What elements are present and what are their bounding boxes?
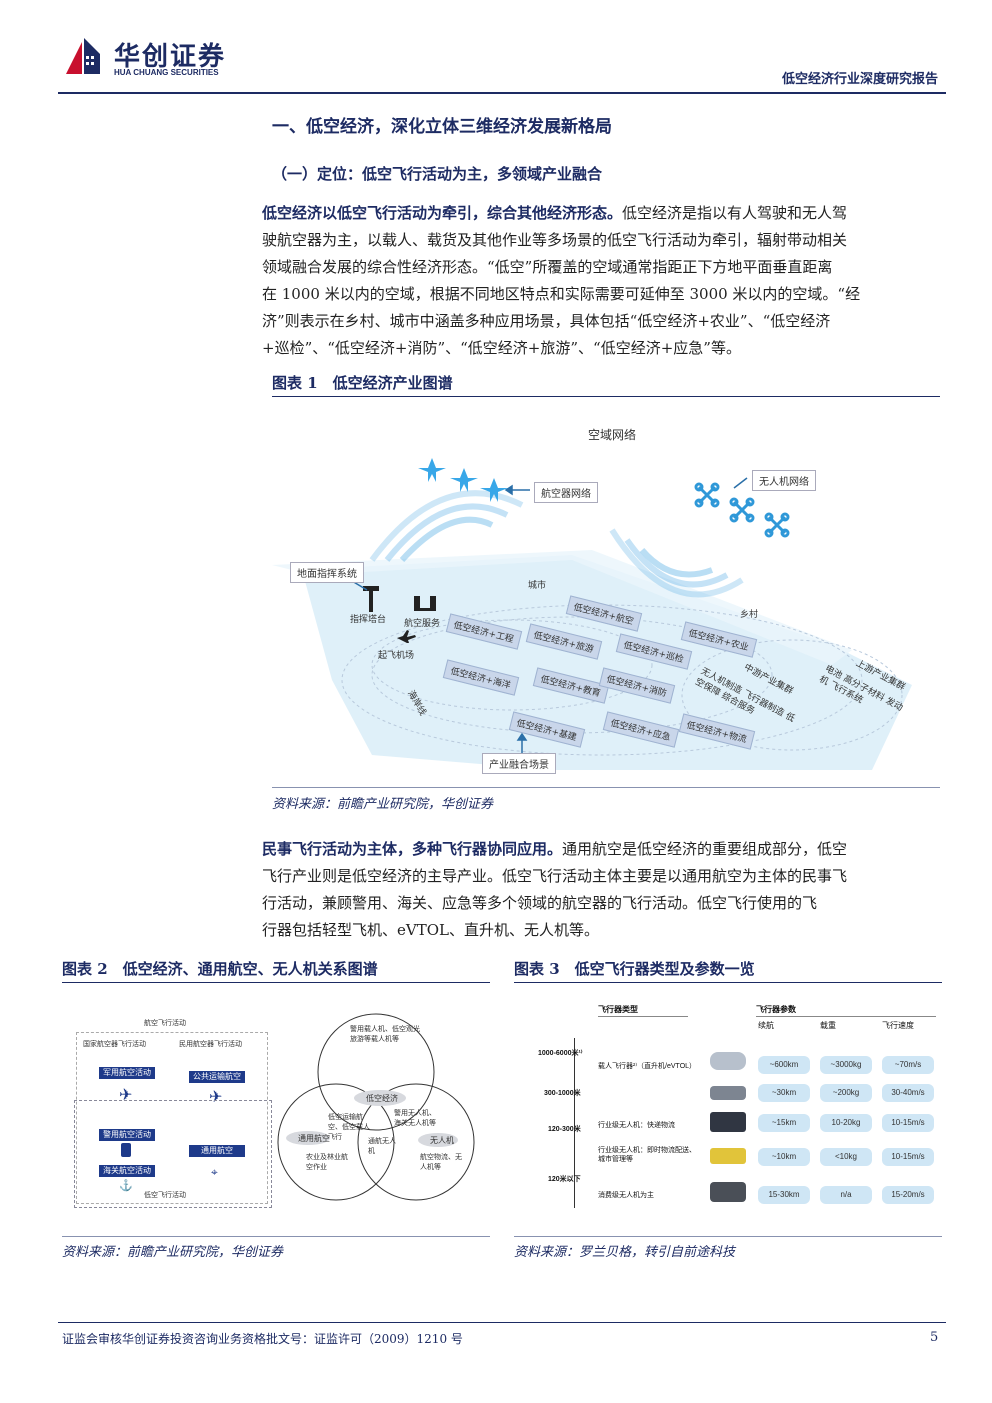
logo-mark-icon [66,38,100,74]
row-type: 行业级无人机：快递物流 [598,1122,675,1129]
logo-text-en: HUA CHUANG SECURITIES [114,68,219,77]
paragraph-2-lead: 民事飞行活动为主体，多种飞行器协同应用。 [262,840,563,858]
section-heading: 一、低空经济，深化立体三维经济发展新格局 [272,117,612,137]
city-label: 城市 [528,581,547,591]
evtol-image [710,1086,746,1100]
figure-1-title: 图表 1 低空经济产业图谱 [272,374,453,392]
consumer-drone-image [710,1182,746,1202]
airplane-icon [418,458,508,502]
figure-1-source: 资料来源：前瞻产业研究院，华创证券 [272,797,494,812]
paragraph-1: 低空经济以低空飞行活动为牵引，综合其他经济形态。低空经济是指以有人驾驶和无人驾 … [262,204,861,357]
industry-fusion-label: 产业融合场景 [482,753,556,774]
footer-rule [58,1322,946,1323]
figure-1-bottom-rule [272,787,940,788]
industry-map-diagram: 空域网络 航空器网络 无人机网络 地面指挥系统 指挥塔台 航空服务 起飞机场 城… [272,410,940,785]
tower-label: 指挥塔台 [350,615,387,625]
helicopter-image [710,1052,746,1070]
header-rule [58,92,946,94]
aircraft-params-table: 飞行器类型 飞行器参数 续航 载重 飞行速度 1000-6000米¹⁾ 300-… [514,996,942,1226]
flight-activities-label: 航空飞行活动 [144,1019,186,1027]
anchor-icon: ⚓ [119,1179,133,1192]
transport-box: 公共运输航空 [189,1071,245,1083]
airplane-icon: ✈ [119,1085,133,1104]
report-title: 低空经济行业深度研究报告 [781,72,938,87]
hangar-icon [414,596,436,611]
village-label: 乡村 [740,610,759,620]
airport-label: 起飞机场 [378,651,415,661]
logo-text-cn: 华创证券 [114,42,227,72]
figure-3-title: 图表 3 低空飞行器类型及参数一览 [514,960,755,978]
drone-icon [694,482,790,538]
general-aviation-box: 通用航空 [189,1145,245,1157]
type-header: 飞行器类型 [598,1005,638,1014]
venn-center-title: 低空经济 [366,1094,398,1103]
venn-left-title: 通用航空 [298,1134,330,1143]
venn-right-title: 无人机 [430,1136,454,1145]
left-panel: 国家航空器飞行活动 民用航空器飞行活动 军用航空活动 公共运输航空 ✈ ✈ 警用… [76,1032,268,1204]
helicopter-icon: ⌖ [211,1165,218,1179]
figure-2-bottom-rule [62,1236,490,1237]
police-box: 警用航空活动 [99,1129,155,1141]
paragraph-2: 民事飞行活动为主体，多种飞行器协同应用。通用航空是低空经济的重要组成部分，低空 … [262,840,848,939]
relationship-diagram: 航空飞行活动 国家航空器飞行活动 民用航空器飞行活动 军用航空活动 公共运输航空… [66,1012,490,1212]
takeoff-icon [397,630,416,643]
figure-3-source: 资料来源：罗兰贝格，转引自前途科技 [514,1245,736,1260]
figure-2-title: 图表 2 低空经济、通用航空、无人机关系图谱 [62,960,378,978]
ground-command-label: 地面指挥系统 [290,562,364,583]
airplane-icon: ✈ [209,1087,223,1106]
row-type: 载人飞行器²⁾（直升机/eVTOL） [598,1063,697,1070]
delivery-drone-image [710,1148,746,1164]
service-label: 航空服务 [404,619,441,629]
low-altitude-area [74,1100,272,1208]
altitude-axis [574,1038,575,1208]
paragraph-1-lead: 低空经济以低空飞行活动为牵引，综合其他经济形态。 [262,204,623,222]
phone-icon [121,1143,131,1157]
customs-box: 海关航空活动 [99,1165,155,1177]
figure-3-rule [514,982,942,983]
control-tower-icon [363,586,379,612]
logistics-drone-image [710,1112,746,1132]
airspace-label: 空域网络 [588,428,637,442]
license-note: 证监会审核华创证券投资咨询业务资格批文号：证监许可（2009）1210 号 [62,1332,463,1346]
figure-2-rule [62,982,490,983]
industry-map-graphic [272,458,912,770]
figure-3-bottom-rule [514,1236,942,1237]
page-number: 5 [930,1330,939,1345]
row-type: 行业级无人机：即时物流配送、城市管理等 [598,1147,696,1163]
aircraft-network-label: 航空器网络 [534,482,598,503]
drone-network-label: 无人机网络 [752,470,816,491]
subsection-heading: （一）定位：低空飞行活动为主，多领域产业融合 [272,165,603,183]
params-header: 飞行器参数 [756,1005,796,1014]
figure-2-source: 资料来源：前瞻产业研究院，华创证券 [62,1245,284,1260]
figure-1-rule [272,396,940,397]
low-altitude-flight-label: 低空飞行活动 [144,1191,186,1199]
row-type: 消费级无人机为主 [598,1192,654,1199]
military-box: 军用航空活动 [99,1067,155,1079]
venn-diagram [277,1013,475,1201]
company-logo: 华创证券 HUA CHUANG SECURITIES [62,34,252,84]
